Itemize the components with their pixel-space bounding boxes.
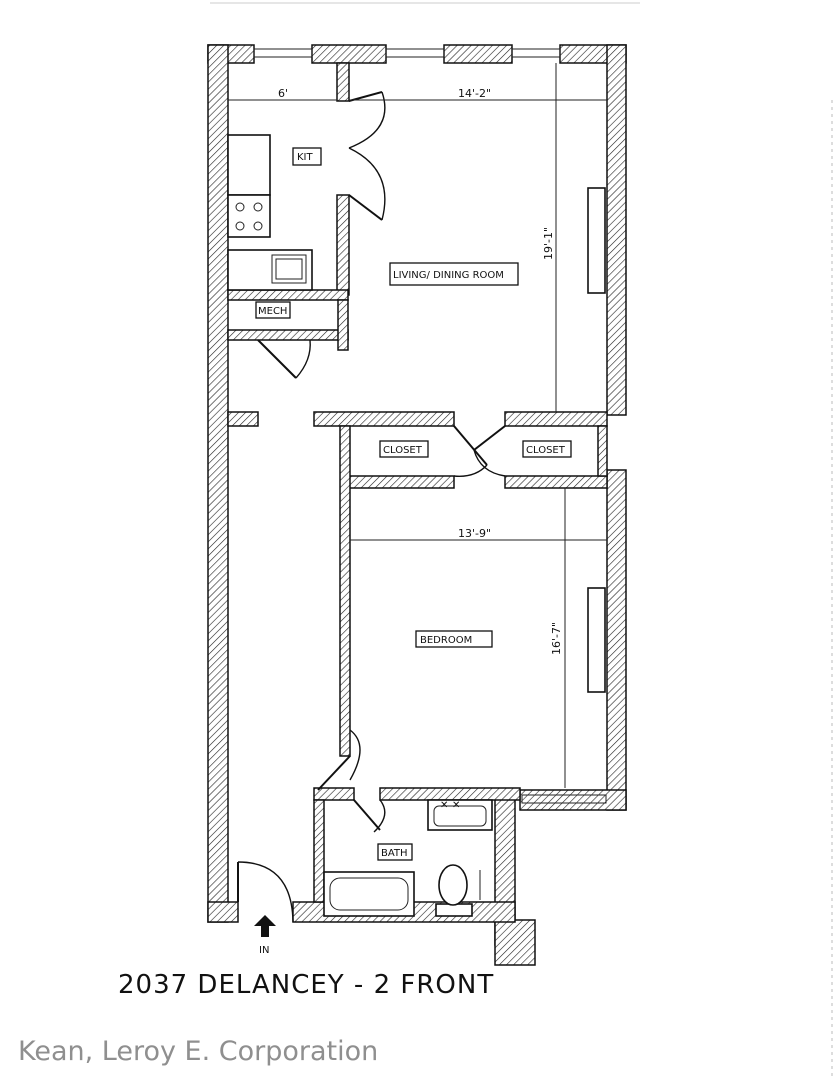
closet-left-label: CLOSET [383,445,423,456]
watermark: Kean, Leroy E. Corporation [18,1036,378,1067]
bedroom-label-box [415,630,493,648]
living-width-dimension: 14'-2" [458,87,491,100]
mech-label: MECH [258,306,287,317]
closet-left-label-box [379,440,429,458]
svg-text:✕: ✕ [452,800,460,811]
mech-label-box [255,301,291,319]
bath-door [353,799,386,833]
kitchen-double-door [348,91,386,221]
living-label-box [389,262,519,286]
kitchen-width-dimension: 6' [278,87,288,100]
entry-label: IN [259,945,269,956]
kitchen-label-box [292,147,322,166]
mech-door [257,339,311,379]
bedroom-label: BEDROOM [420,635,472,646]
entry-arrow-icon [254,915,276,937]
living-depth-dimension: 19'-1" [542,227,555,260]
bath-label-box [377,843,413,861]
bath-fixtures: ✕ ✕ [323,799,493,917]
kitchen-fixtures [227,99,337,291]
bath-label: BATH [381,848,408,859]
bedroom-lines [350,488,607,788]
bedroom-door [317,729,361,791]
kitchen-label: KIT [297,152,314,163]
living-label: LIVING/ DINING ROOM [393,270,504,281]
closet-right-label-box [522,440,572,458]
svg-text:✕: ✕ [440,800,448,811]
entry-door [237,861,294,923]
interior-walls [227,62,608,903]
bedroom-width-dimension: 13'-9" [458,527,491,540]
closet-right-label: CLOSET [526,445,566,456]
living-room-lines [349,63,607,412]
bedroom-depth-dimension: 16'-7" [550,622,563,655]
closet-doors [453,425,506,477]
plan-title: 2037 DELANCEY - 2 FRONT [118,970,494,1000]
